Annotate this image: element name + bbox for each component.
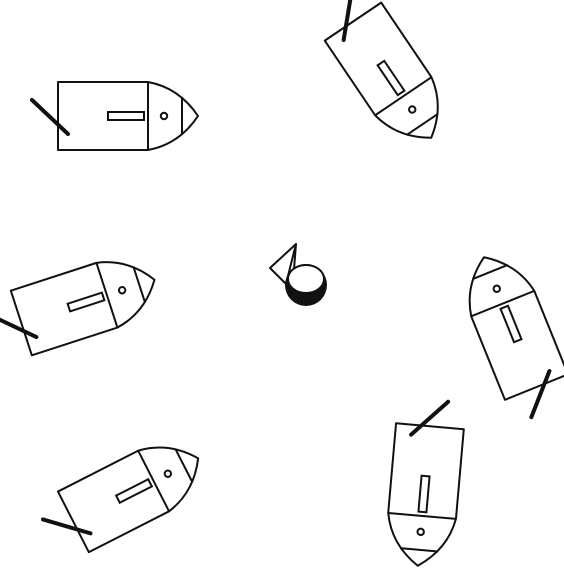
buoy-icon [270,244,327,306]
boat-middle-right-icon [453,245,564,424]
buoy-top [288,265,324,293]
boat-bottom-left-icon [35,428,214,564]
boat-top-left-icon [32,82,198,150]
boat-middle-left-icon [0,247,165,363]
boat-top-right-icon [310,0,459,157]
boat-bottom-right-icon [384,397,466,568]
